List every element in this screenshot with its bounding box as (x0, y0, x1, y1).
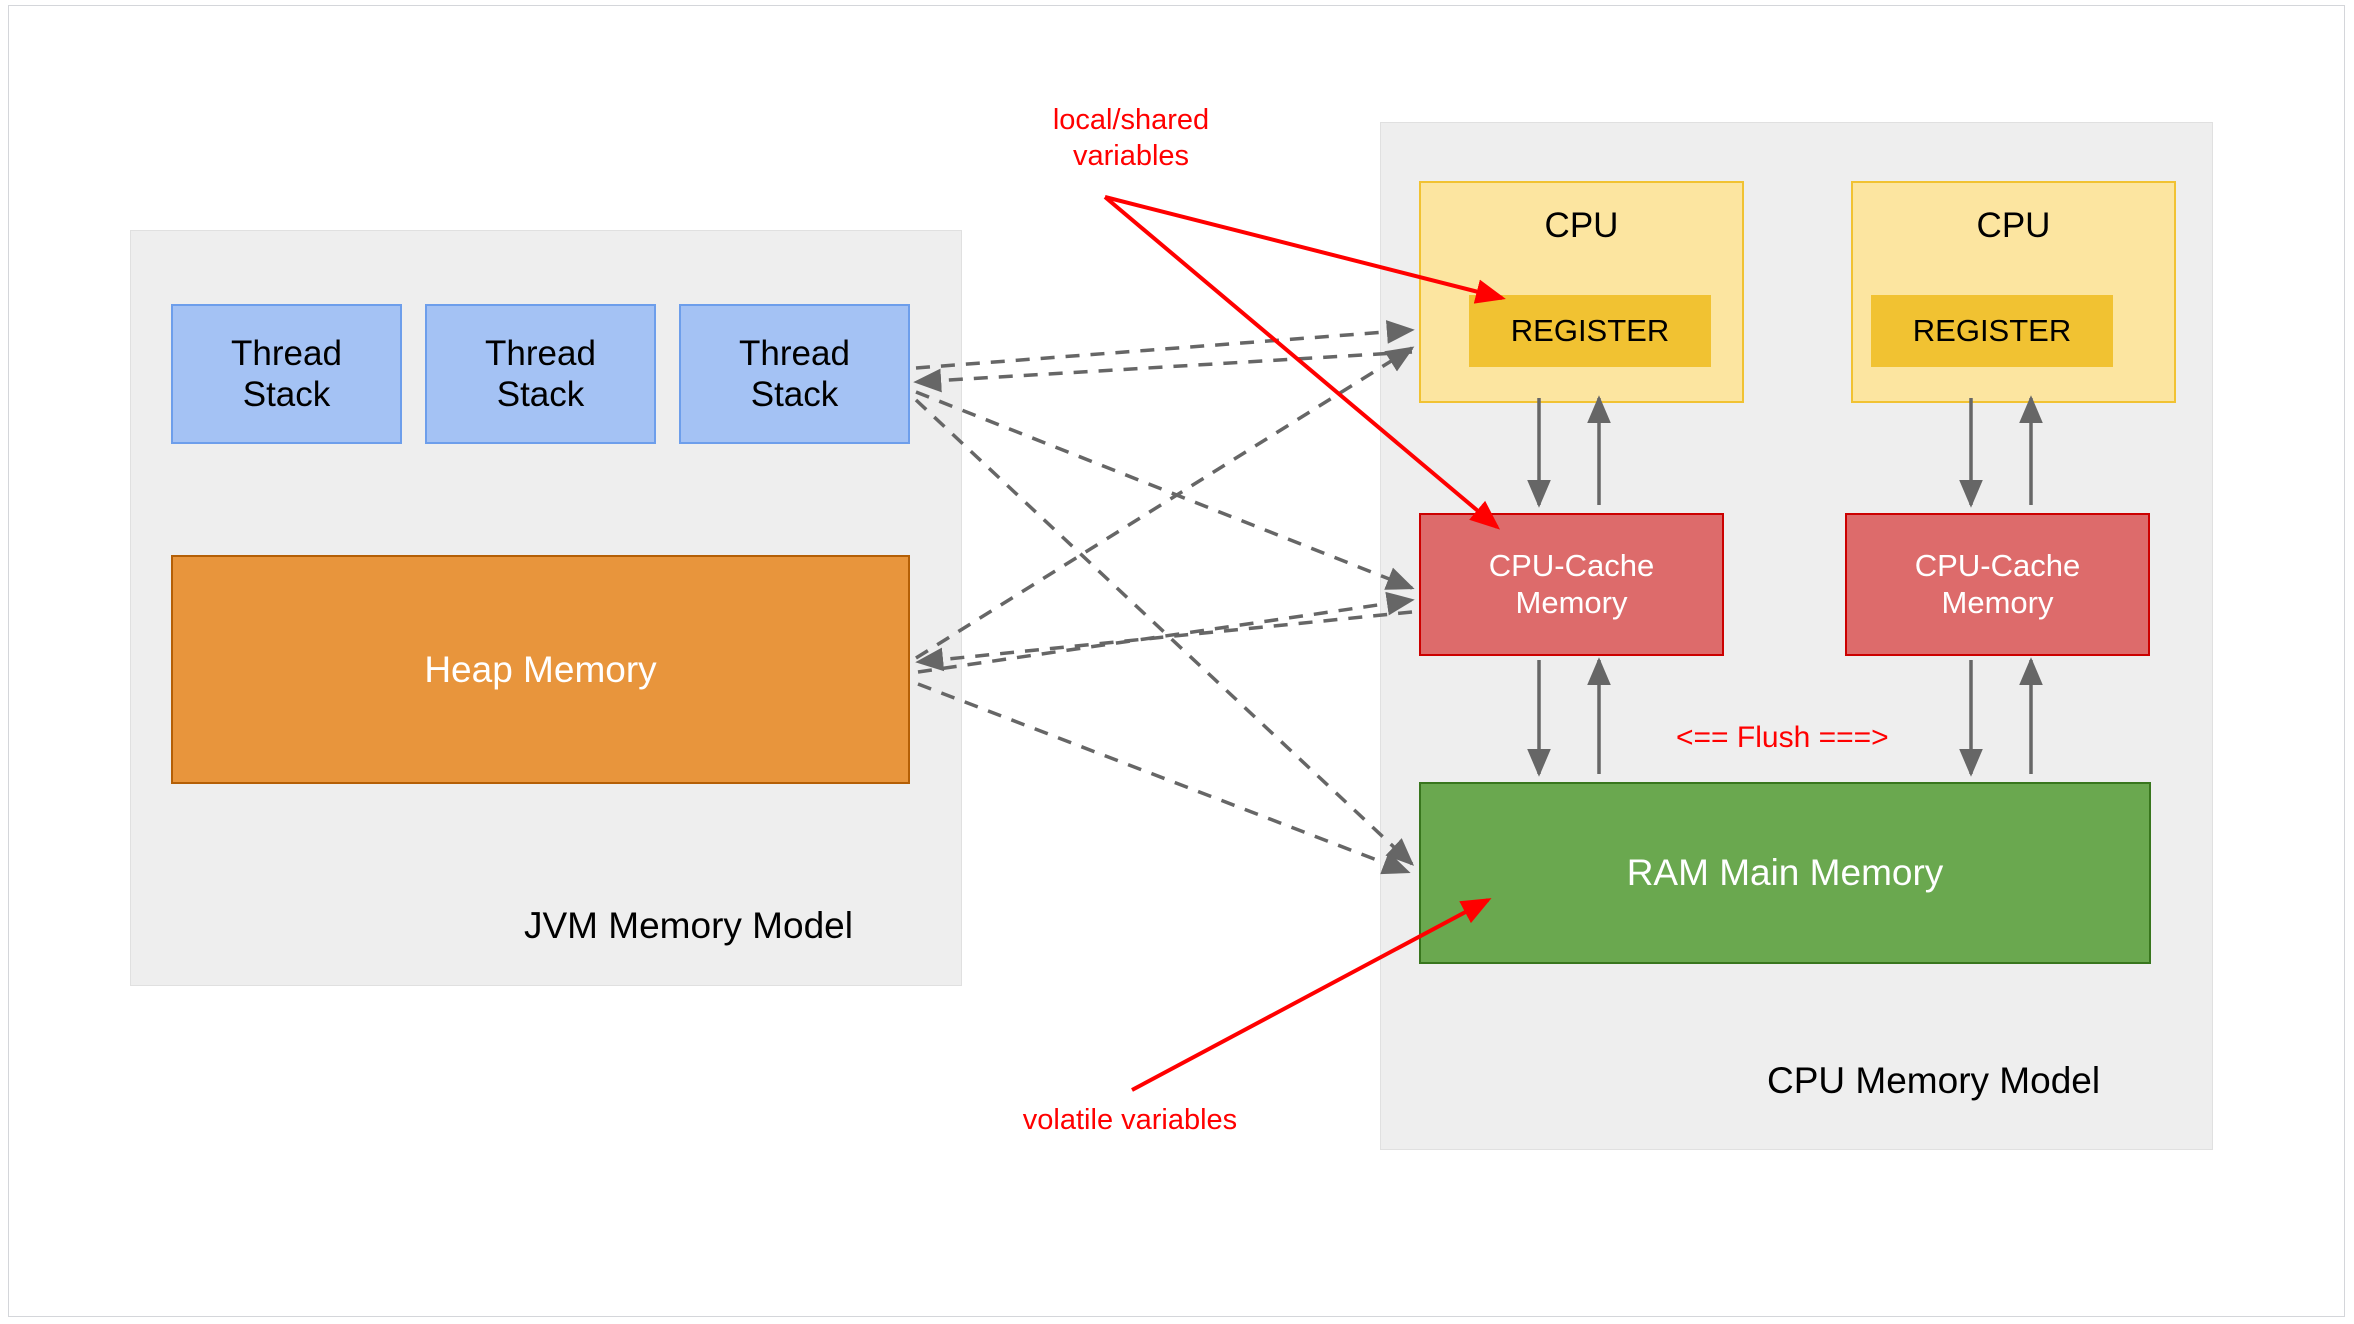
register-box-1: REGISTER (1469, 295, 1711, 367)
annotation-local-shared-variables: local/shared variables (1052, 104, 1210, 173)
flush-label: <== Flush ===> (1676, 721, 1889, 754)
annotation-volatile-variables: volatile variables (1022, 1104, 1238, 1136)
cpu-panel-title: CPU Memory Model (1767, 1060, 2101, 1101)
jvm-panel-title: JVM Memory Model (524, 905, 853, 946)
heap-memory-box: Heap Memory (171, 555, 910, 784)
cpu-cache-memory-box-2: CPU-Cache Memory (1845, 513, 2150, 656)
register-box-2: REGISTER (1871, 295, 2113, 367)
cpu-cache-memory-box-1: CPU-Cache Memory (1419, 513, 1724, 656)
thread-stack-box-1: Thread Stack (171, 304, 402, 444)
thread-stack-box-2: Thread Stack (425, 304, 656, 444)
ram-main-memory-box: RAM Main Memory (1419, 782, 2151, 964)
thread-stack-box-3: Thread Stack (679, 304, 910, 444)
cpu-box-1: CPU (1419, 181, 1744, 403)
cpu-box-2: CPU (1851, 181, 2176, 403)
